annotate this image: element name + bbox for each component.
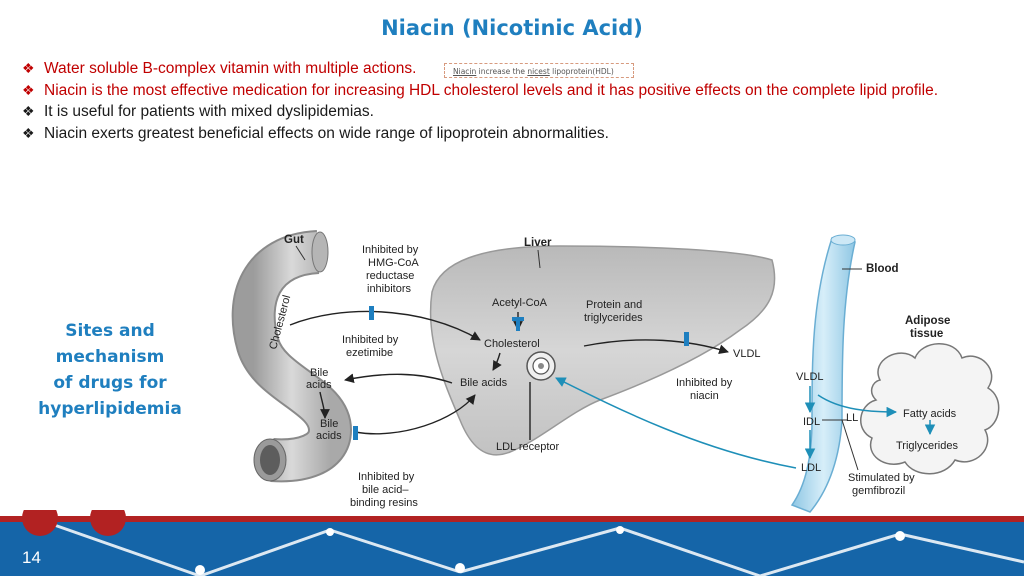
resin-block-icon xyxy=(353,426,358,440)
note-word: nicest xyxy=(527,67,550,76)
pathway-arrows xyxy=(289,310,729,440)
bullet-item: ❖ It is useful for patients with mixed dy… xyxy=(22,101,938,123)
note-word: Niacin xyxy=(453,67,477,76)
side-caption: Sites and mechanism of drugs for hyperli… xyxy=(10,318,210,422)
gemfibrozil-label: Stimulated by xyxy=(848,472,915,484)
bullet-text: Niacin exerts greatest beneficial effect… xyxy=(44,124,609,142)
adipose-tissue-shape xyxy=(860,343,1000,475)
statin-block-icon xyxy=(516,317,520,331)
annotation-note: Niacin increase the nicest lipoprotein(H… xyxy=(444,63,634,78)
note-text: increase the xyxy=(476,67,528,76)
resins-label: Inhibited by xyxy=(358,471,415,483)
page-number: 14 xyxy=(22,548,41,567)
side-caption-line: of drugs for xyxy=(53,373,167,393)
footer-dot-icon xyxy=(22,510,58,536)
liver-vldl-label: VLDL xyxy=(733,348,761,360)
niacin-label: niacin xyxy=(690,390,719,402)
protein-tg-label: triglycerides xyxy=(584,312,643,324)
note-text: lipoprotein(HDL) xyxy=(549,67,614,76)
bullet-text: Niacin is the most effective medication … xyxy=(44,81,938,99)
blood-vldl-label: VLDL xyxy=(796,371,824,383)
resins-label: bile acid– xyxy=(362,484,409,496)
idl-label: IDL xyxy=(803,416,820,428)
liver-cholesterol-label: Cholesterol xyxy=(484,338,540,350)
diamond-bullet-icon: ❖ xyxy=(22,124,35,141)
diamond-bullet-icon: ❖ xyxy=(22,103,35,119)
slide-title: Niacin (Nicotinic Acid) xyxy=(381,16,643,40)
hmg-label: inhibitors xyxy=(367,283,412,295)
ezetimibe-block-icon xyxy=(369,306,374,320)
gemfibrozil-label: gemfibrozil xyxy=(852,485,905,497)
footer-dot-icon xyxy=(90,510,126,536)
protein-tg-label: Protein and xyxy=(586,299,642,311)
footer-band xyxy=(0,510,1024,576)
bullet-text: Water soluble B-complex vitamin with mul… xyxy=(44,60,417,77)
diamond-bullet-icon: ❖ xyxy=(22,60,35,76)
ldl-receptor-icon xyxy=(526,351,556,381)
bullet-item: ❖ Niacin is the most effective medication… xyxy=(22,80,938,102)
blood-arrows xyxy=(555,377,936,469)
bullet-text: It is useful for patients with mixed dys… xyxy=(44,103,374,120)
gut-shape xyxy=(231,230,353,483)
bullet-list: ❖ Water soluble B-complex vitamin with mu… xyxy=(22,58,938,144)
lower-bile-acids-label: acids xyxy=(316,430,342,442)
bullet-item: ❖ Water soluble B-complex vitamin with mu… xyxy=(22,58,938,80)
ll-label: LL xyxy=(846,412,858,424)
blood-vessel-shape xyxy=(790,234,856,513)
liver-shape xyxy=(429,245,776,456)
fatty-acids-label: Fatty acids xyxy=(903,408,957,420)
gut-bile-acids-label: Bile xyxy=(310,367,328,379)
gut-label: Gut xyxy=(284,234,304,246)
gut-bile-acids-label: acids xyxy=(306,379,332,391)
lower-bile-acids-label: Bile xyxy=(320,418,338,430)
ldl-label: LDL xyxy=(801,462,821,474)
ezetimibe-label: Inhibited by xyxy=(342,334,399,346)
niacin-block-icon xyxy=(684,332,689,346)
adipose-label: Adipose xyxy=(905,315,950,327)
liver-bile-acids-label: Bile acids xyxy=(460,377,508,389)
niacin-label: Inhibited by xyxy=(676,377,733,389)
side-caption-line: hyperlipidemia xyxy=(38,399,182,419)
inhibition-markers xyxy=(353,306,689,440)
diamond-bullet-icon: ❖ xyxy=(22,81,35,98)
liver-label: Liver xyxy=(524,237,552,249)
acetyl-coa-label: Acetyl-CoA xyxy=(492,297,548,309)
adipose-label: tissue xyxy=(910,328,943,340)
hmg-label: Inhibited by xyxy=(362,244,419,256)
side-caption-line: Sites and mechanism xyxy=(55,321,165,367)
hmg-label: reductase xyxy=(366,270,414,282)
blood-label: Blood xyxy=(866,263,899,275)
ezetimibe-label: ezetimibe xyxy=(346,347,393,359)
triglycerides-label: Triglycerides xyxy=(896,440,958,452)
resins-label: binding resins xyxy=(350,497,418,509)
bullet-item: ❖ Niacin exerts greatest beneficial effec… xyxy=(22,123,938,145)
leader-lines xyxy=(295,245,862,471)
hmg-label: HMG-CoA xyxy=(368,257,419,269)
ldl-receptor-label: LDL receptor xyxy=(496,441,560,453)
